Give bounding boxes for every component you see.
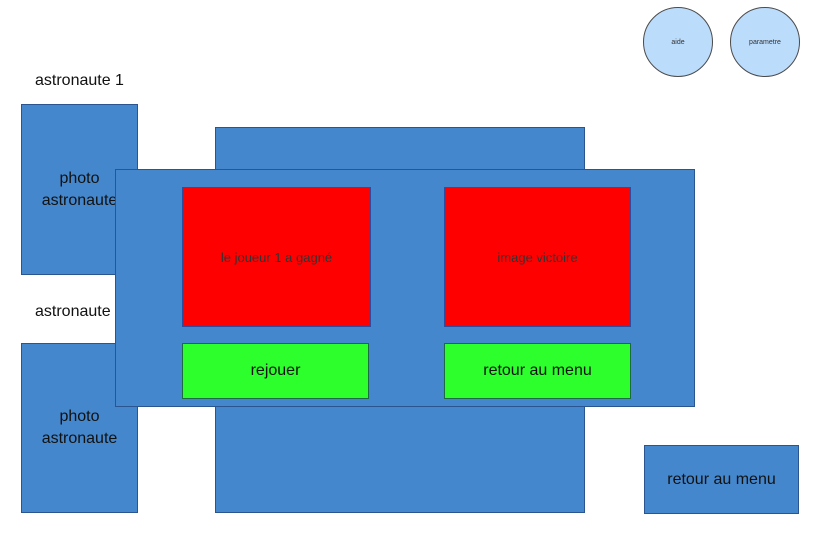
player2-photo-line1: photo	[59, 408, 100, 425]
victory-image: image victoire	[444, 187, 631, 327]
settings-button[interactable]: parametre	[730, 7, 800, 77]
replay-button[interactable]: rejouer	[182, 343, 369, 399]
player1-photo-line2: astronaute	[41, 191, 118, 209]
help-button[interactable]: aide	[643, 7, 713, 77]
settings-button-label: parametre	[749, 38, 781, 46]
player2-name: astronaute	[35, 303, 111, 320]
victory-dialog: le joueur 1 a gagné image victoire rejou…	[115, 169, 695, 407]
player1-photo-line1: photo	[59, 169, 100, 187]
player2-photo-line2: astronaute	[41, 430, 118, 447]
player1-name: astronaute 1	[35, 72, 124, 89]
winner-message: le joueur 1 a gagné	[182, 187, 371, 327]
dialog-menu-button[interactable]: retour au menu	[444, 343, 631, 399]
menu-button[interactable]: retour au menu	[644, 445, 799, 514]
help-button-label: aide	[671, 38, 685, 46]
